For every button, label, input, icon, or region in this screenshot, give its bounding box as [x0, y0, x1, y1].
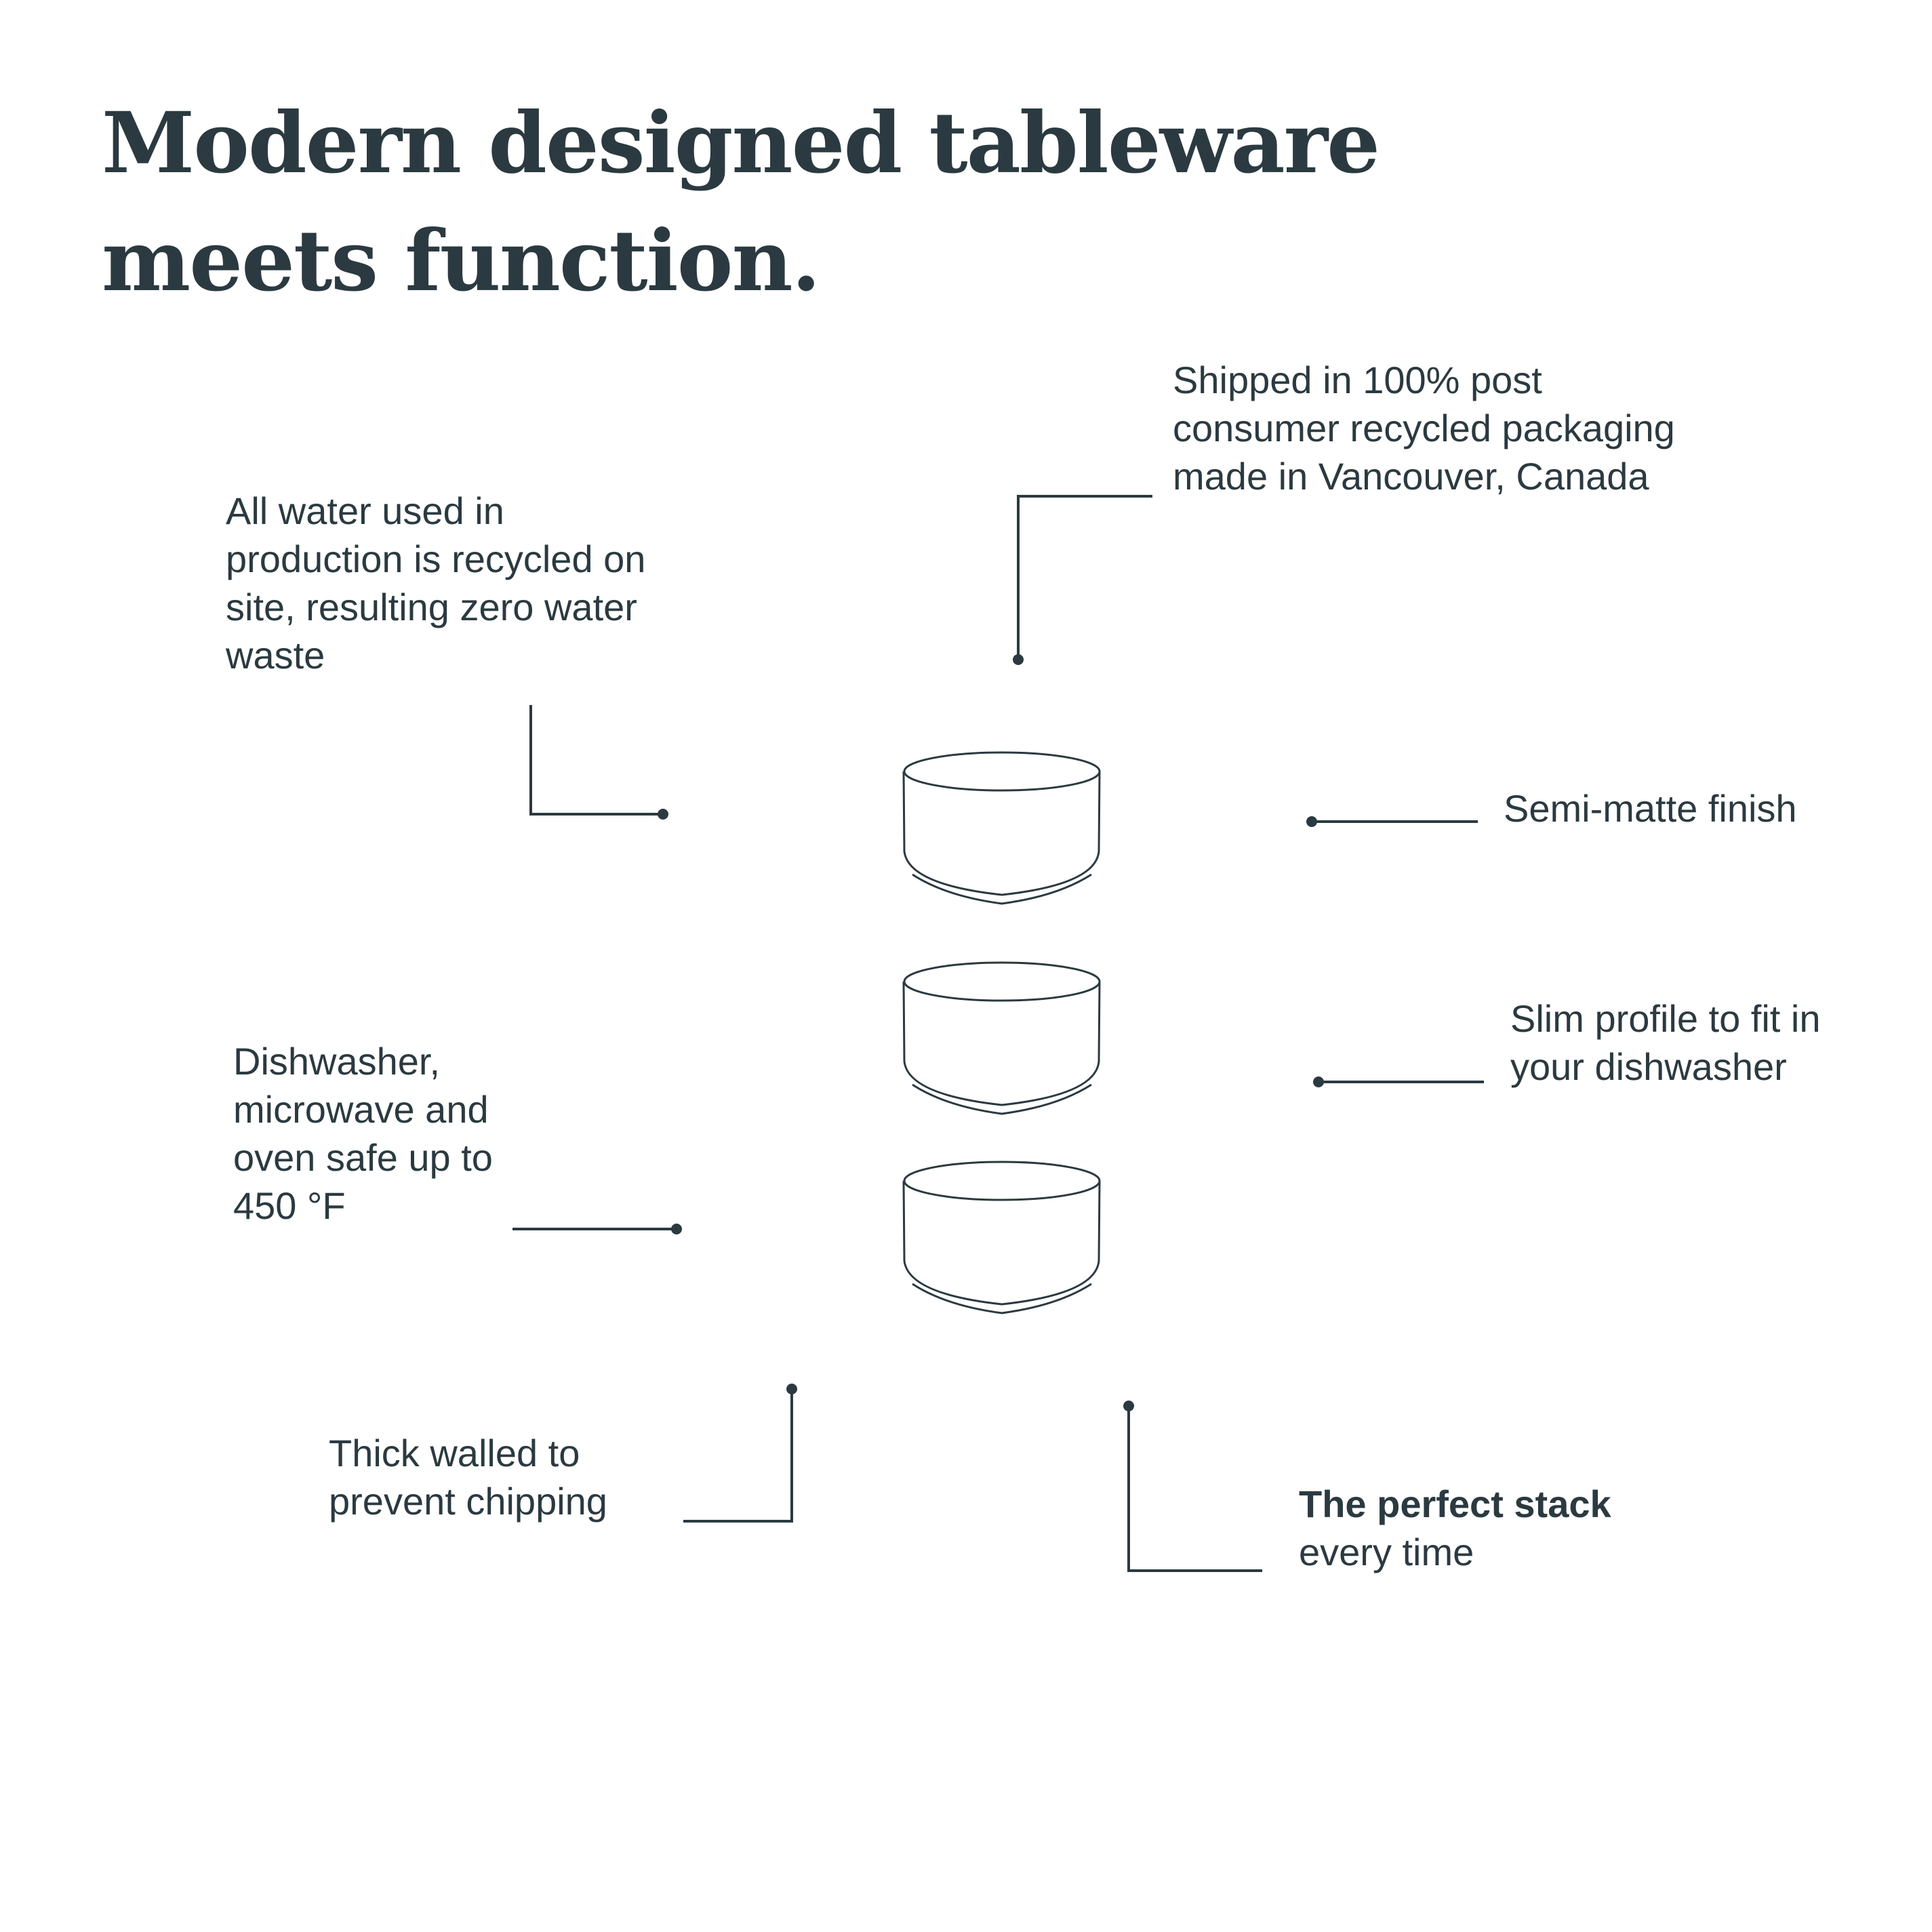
- leader-walls: [683, 1384, 797, 1523]
- callout-water-line: production is recycled on: [226, 538, 646, 580]
- bowl-top: [902, 751, 1101, 905]
- page-title: Modern designed tableware meets function…: [102, 85, 1380, 321]
- callout-water: All water used in production is recycled…: [226, 487, 645, 679]
- callout-profile-line: your dishwasher: [1510, 1045, 1787, 1088]
- leader-profile: [1313, 1076, 1484, 1087]
- callout-finish-line: Semi-matte finish: [1504, 787, 1797, 830]
- callout-water-line: site, resulting zero water: [226, 586, 637, 628]
- callout-stack: The perfect stack every time: [1299, 1480, 1611, 1576]
- callout-water-line: waste: [226, 634, 325, 677]
- callout-finish: Semi-matte finish: [1504, 784, 1797, 832]
- callout-packaging: Shipped in 100% post consumer recycled p…: [1173, 356, 1675, 500]
- callout-safety: Dishwasher, microwave and oven safe up t…: [233, 1037, 493, 1230]
- callout-profile: Slim profile to fit in your dishwasher: [1510, 994, 1821, 1091]
- leader-water: [529, 705, 668, 820]
- leader-safety: [512, 1224, 682, 1234]
- callout-safety-line: Dishwasher,: [233, 1040, 441, 1083]
- callout-safety-line: oven safe up to: [233, 1136, 493, 1179]
- callout-packaging-line: consumer recycled packaging: [1173, 407, 1675, 449]
- callout-safety-line: 450 °F: [233, 1184, 346, 1227]
- callout-stack-title: The perfect stack: [1299, 1483, 1611, 1525]
- leader-stack: [1123, 1401, 1262, 1572]
- headline-line-2: meets function.: [102, 212, 821, 310]
- callout-packaging-line: Shipped in 100% post: [1173, 359, 1542, 401]
- leader-finish: [1306, 816, 1478, 827]
- headline-line-1: Modern designed tableware: [102, 94, 1380, 193]
- callout-profile-line: Slim profile to fit in: [1510, 997, 1821, 1040]
- callout-walls-line: Thick walled to: [329, 1432, 580, 1474]
- leader-packaging: [1013, 495, 1152, 665]
- callout-walls: Thick walled to prevent chipping: [329, 1429, 607, 1525]
- bowl-middle: [902, 961, 1101, 1115]
- callout-packaging-line: made in Vancouver, Canada: [1173, 455, 1649, 498]
- callout-walls-line: prevent chipping: [329, 1480, 607, 1523]
- callout-stack-line: every time: [1299, 1531, 1474, 1573]
- callout-safety-line: microwave and: [233, 1088, 489, 1131]
- callout-water-line: All water used in: [226, 489, 504, 532]
- bowl-bottom: [902, 1161, 1101, 1314]
